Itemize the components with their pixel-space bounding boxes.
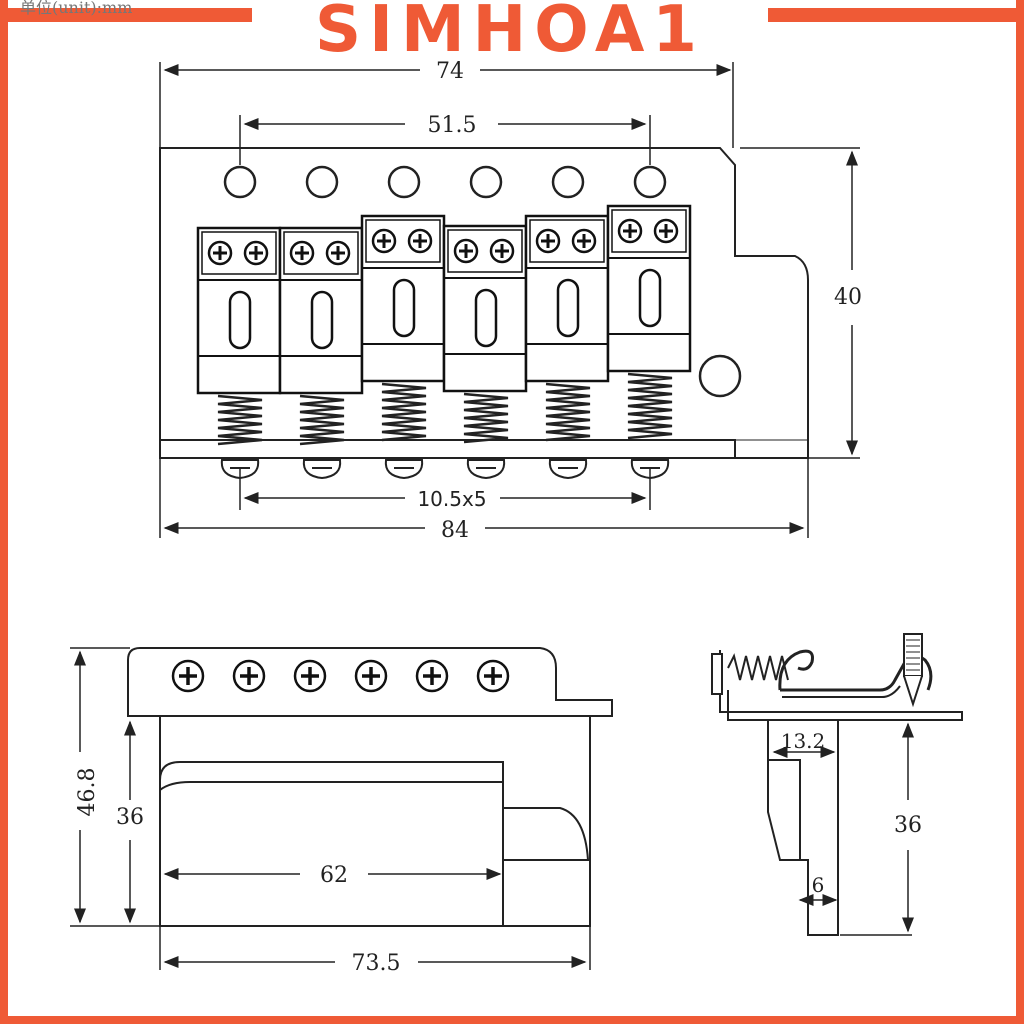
mounting-holes <box>223 165 667 199</box>
dim-offset: 6 <box>812 873 825 897</box>
saddle-spring <box>381 382 427 442</box>
springs <box>217 372 673 446</box>
intonation-screw <box>384 459 424 480</box>
intonation-screw <box>548 459 588 480</box>
dim-base-width: 84 <box>441 518 469 543</box>
side-plate <box>719 650 963 721</box>
top-view <box>159 147 809 459</box>
dim-total-height: 46.8 <box>75 768 100 817</box>
mounting-hole <box>387 165 421 199</box>
brand-bar-left <box>0 8 252 22</box>
screw-heads <box>220 459 670 480</box>
dim-front-base-width: 73.5 <box>352 951 401 976</box>
saddles <box>196 204 692 395</box>
mounting-hole <box>469 165 503 199</box>
saddle <box>524 214 610 383</box>
front-arm <box>503 807 590 861</box>
phillips-screw-icon <box>354 659 388 693</box>
brand-bar-right <box>768 8 1024 22</box>
phillips-screw-icon <box>476 659 510 693</box>
front-block-inner <box>159 761 504 926</box>
brand-title: SIMHOA1 <box>315 0 705 67</box>
base-plate <box>160 439 736 459</box>
side-view <box>711 633 963 936</box>
dim-block-depth: 13.2 <box>781 729 826 753</box>
intonation-screw <box>302 459 342 480</box>
phillips-screw-icon <box>293 659 327 693</box>
phillips-screw-icon <box>415 659 449 693</box>
front-view <box>127 647 613 927</box>
saddle-spring <box>463 392 509 444</box>
front-screws <box>171 659 510 693</box>
round-hole <box>698 354 742 398</box>
saddle <box>360 214 446 383</box>
saddle-spring <box>545 382 591 442</box>
dim-lines-side <box>772 720 914 936</box>
dim-block-height: 36 <box>116 805 144 830</box>
dim-height: 40 <box>834 285 862 310</box>
top-plate-outline <box>159 147 809 459</box>
mounting-hole <box>223 165 257 199</box>
saddle-spring <box>299 394 345 446</box>
saddle-spring <box>627 372 673 440</box>
mounting-hole <box>551 165 585 199</box>
front-block <box>159 715 591 927</box>
saddle <box>606 204 692 373</box>
saddle <box>442 224 528 393</box>
mounting-hole <box>305 165 339 199</box>
side-spring <box>727 653 789 681</box>
phillips-screw-icon <box>171 659 205 693</box>
dim-side-height: 36 <box>894 813 922 838</box>
intonation-screw <box>466 459 506 480</box>
dim-overall-width: 74 <box>436 59 464 84</box>
dim-screw-span: 10.5x5 <box>417 487 486 511</box>
front-top-plate <box>127 647 613 717</box>
dim-lines-front <box>70 647 591 970</box>
dim-block-width: 62 <box>320 863 348 888</box>
dim-hole-span: 51.5 <box>428 113 477 138</box>
phillips-screw-icon <box>232 659 266 693</box>
mounting-hole <box>633 165 667 199</box>
saddle <box>196 226 282 395</box>
saddle-spring <box>217 394 263 446</box>
saddle <box>278 226 364 395</box>
unit-note: 单位(unit):mm <box>20 0 133 17</box>
dim-lines-top <box>159 62 860 538</box>
